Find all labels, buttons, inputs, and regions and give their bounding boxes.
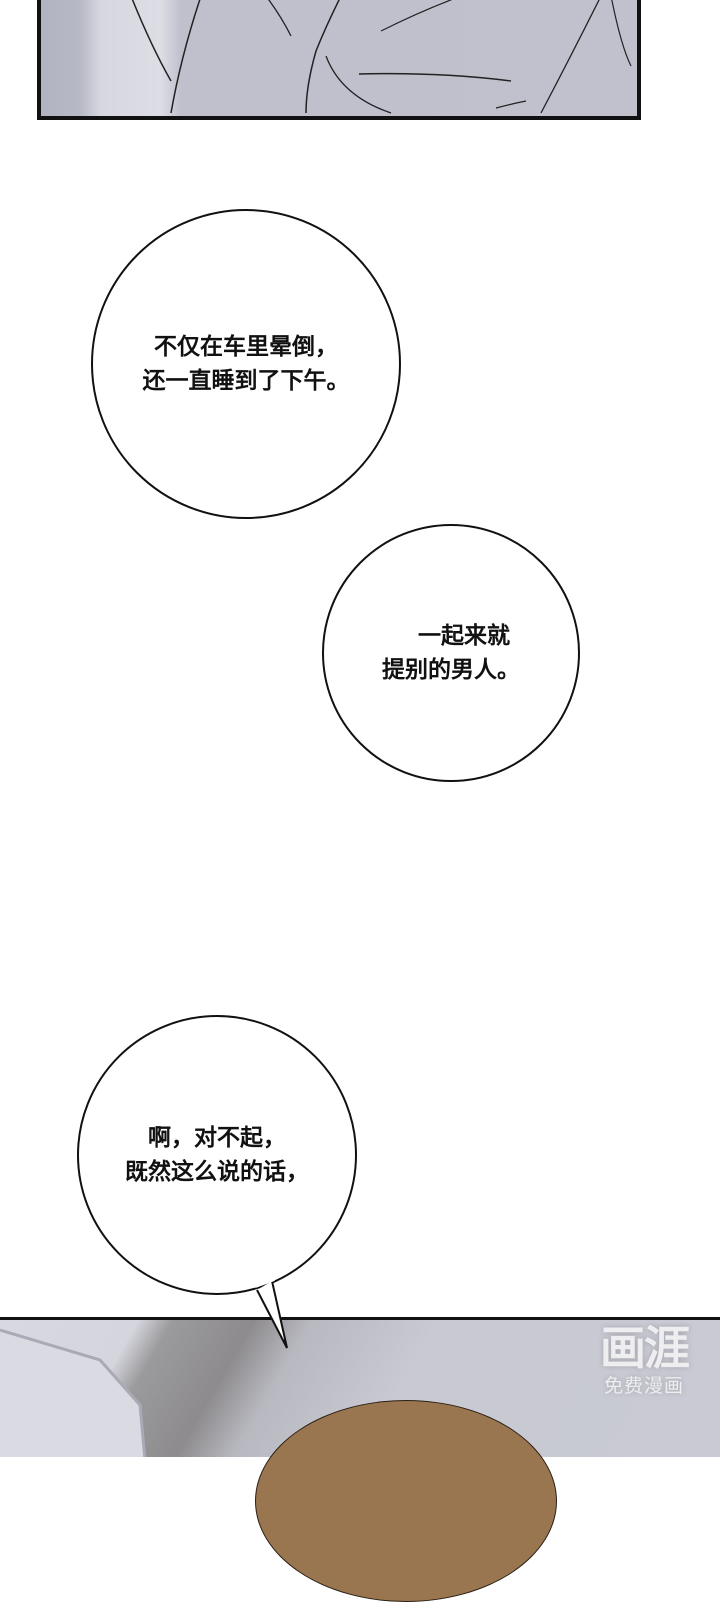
bubble-text-line: 还一直睡到了下午。 xyxy=(142,368,350,394)
top-comic-panel xyxy=(37,0,641,120)
watermark: 画涯 免费漫画 xyxy=(600,1321,690,1398)
speech-bubble-2: 一起来就 提别的男人。 xyxy=(322,524,580,782)
room-background xyxy=(0,1328,147,1457)
bubble-text-line: 既然这么说的话， xyxy=(125,1159,309,1185)
speech-bubble-3: 啊，对不起， 既然这么说的话， xyxy=(77,1015,357,1295)
watermark-subtitle: 免费漫画 xyxy=(603,1375,684,1397)
bubble-text-line: 啊，对不起， xyxy=(148,1125,286,1151)
speech-bubble-1: 不仅在车里晕倒， 还一直睡到了下午。 xyxy=(91,209,401,519)
shirt-lineart xyxy=(131,0,632,114)
bubble-text-line: 一起来就 xyxy=(418,623,510,649)
bubble-text-line: 提别的男人。 xyxy=(382,657,520,683)
bubble-text-line: 不仅在车里晕倒， xyxy=(154,334,338,360)
watermark-logo: 画涯 xyxy=(600,1321,690,1375)
character-hair xyxy=(255,1400,557,1602)
